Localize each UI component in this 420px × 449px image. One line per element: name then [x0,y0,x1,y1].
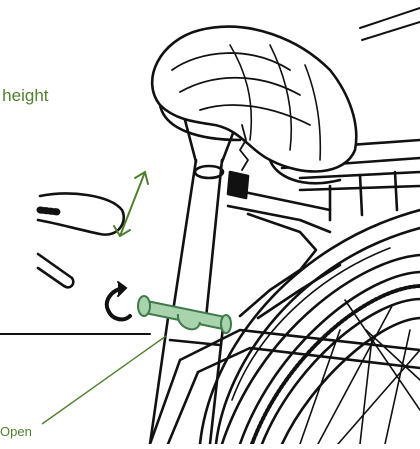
double-headed-arrow-icon [113,170,149,238]
seat-stays [226,190,342,320]
seat-clamp [137,295,232,334]
seat-tube [148,316,226,446]
counterclockwise-arrow-icon [104,281,132,322]
rear-fender [198,208,420,446]
saddle [150,25,358,185]
handlebar-grip [0,192,151,335]
seat-height-label: e height [0,86,49,105]
rear-wheel [220,253,420,446]
open-leader-line [41,335,167,425]
seat-post [170,118,250,320]
open-label: Open [0,424,32,439]
chain-stay [148,328,420,446]
